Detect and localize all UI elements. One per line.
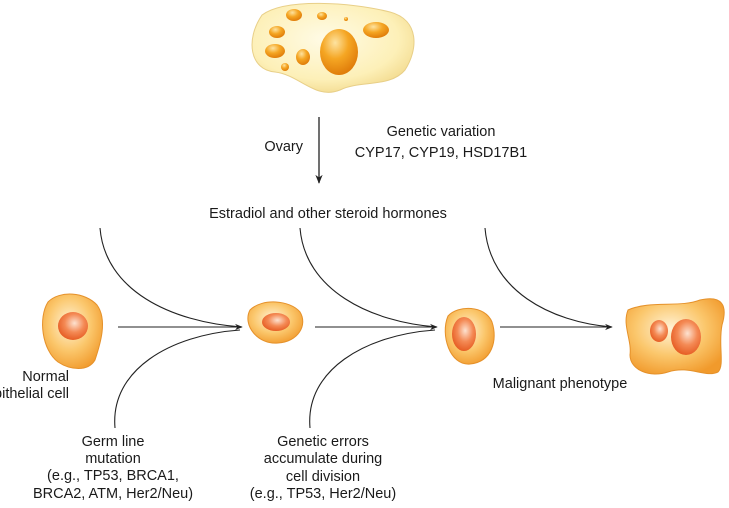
genetic-variation-label: Genetic variation xyxy=(387,124,496,140)
hormone-curves xyxy=(99,227,613,429)
normal-cell-illustration xyxy=(42,293,104,369)
germ-line-label-line4: BRCA2, ATM, Her2/Neu) xyxy=(33,486,193,502)
germline-curve xyxy=(114,329,241,429)
genetic-errors-curve xyxy=(309,329,436,429)
genetic-errors-label-line2: accumulate during xyxy=(264,451,383,467)
genetic-variation-genes: CYP17, CYP19, HSD17B1 xyxy=(355,145,527,161)
third-cell-illustration xyxy=(444,308,495,365)
germ-line-label-line2: mutation xyxy=(85,451,141,467)
normal-cell-label-line1: Normal xyxy=(22,369,69,385)
normal-cell-label-line2: epithelial cell xyxy=(0,386,69,402)
germ-line-label-line3: (e.g., TP53, BRCA1, xyxy=(47,468,179,484)
malignant-phenotype-label: Malignant phenotype xyxy=(493,376,628,392)
ovary-label: Ovary xyxy=(264,139,303,155)
genetic-errors-label-line3: cell division xyxy=(286,469,360,485)
hormone-curve-3 xyxy=(484,227,613,328)
genetic-errors-label-line4: (e.g., TP53, Her2/Neu) xyxy=(250,486,396,502)
second-cell-illustration xyxy=(247,301,304,344)
hormone-curve-2 xyxy=(299,227,438,328)
ovary-cell-illustration xyxy=(251,2,415,93)
genetic-errors-label-line1: Genetic errors xyxy=(277,434,369,450)
malignant-cell-illustration xyxy=(625,298,725,375)
germ-line-label-line1: Germ line xyxy=(82,434,145,450)
hormone-curve-1 xyxy=(99,227,243,328)
hormones-label: Estradiol and other steroid hormones xyxy=(209,206,447,222)
